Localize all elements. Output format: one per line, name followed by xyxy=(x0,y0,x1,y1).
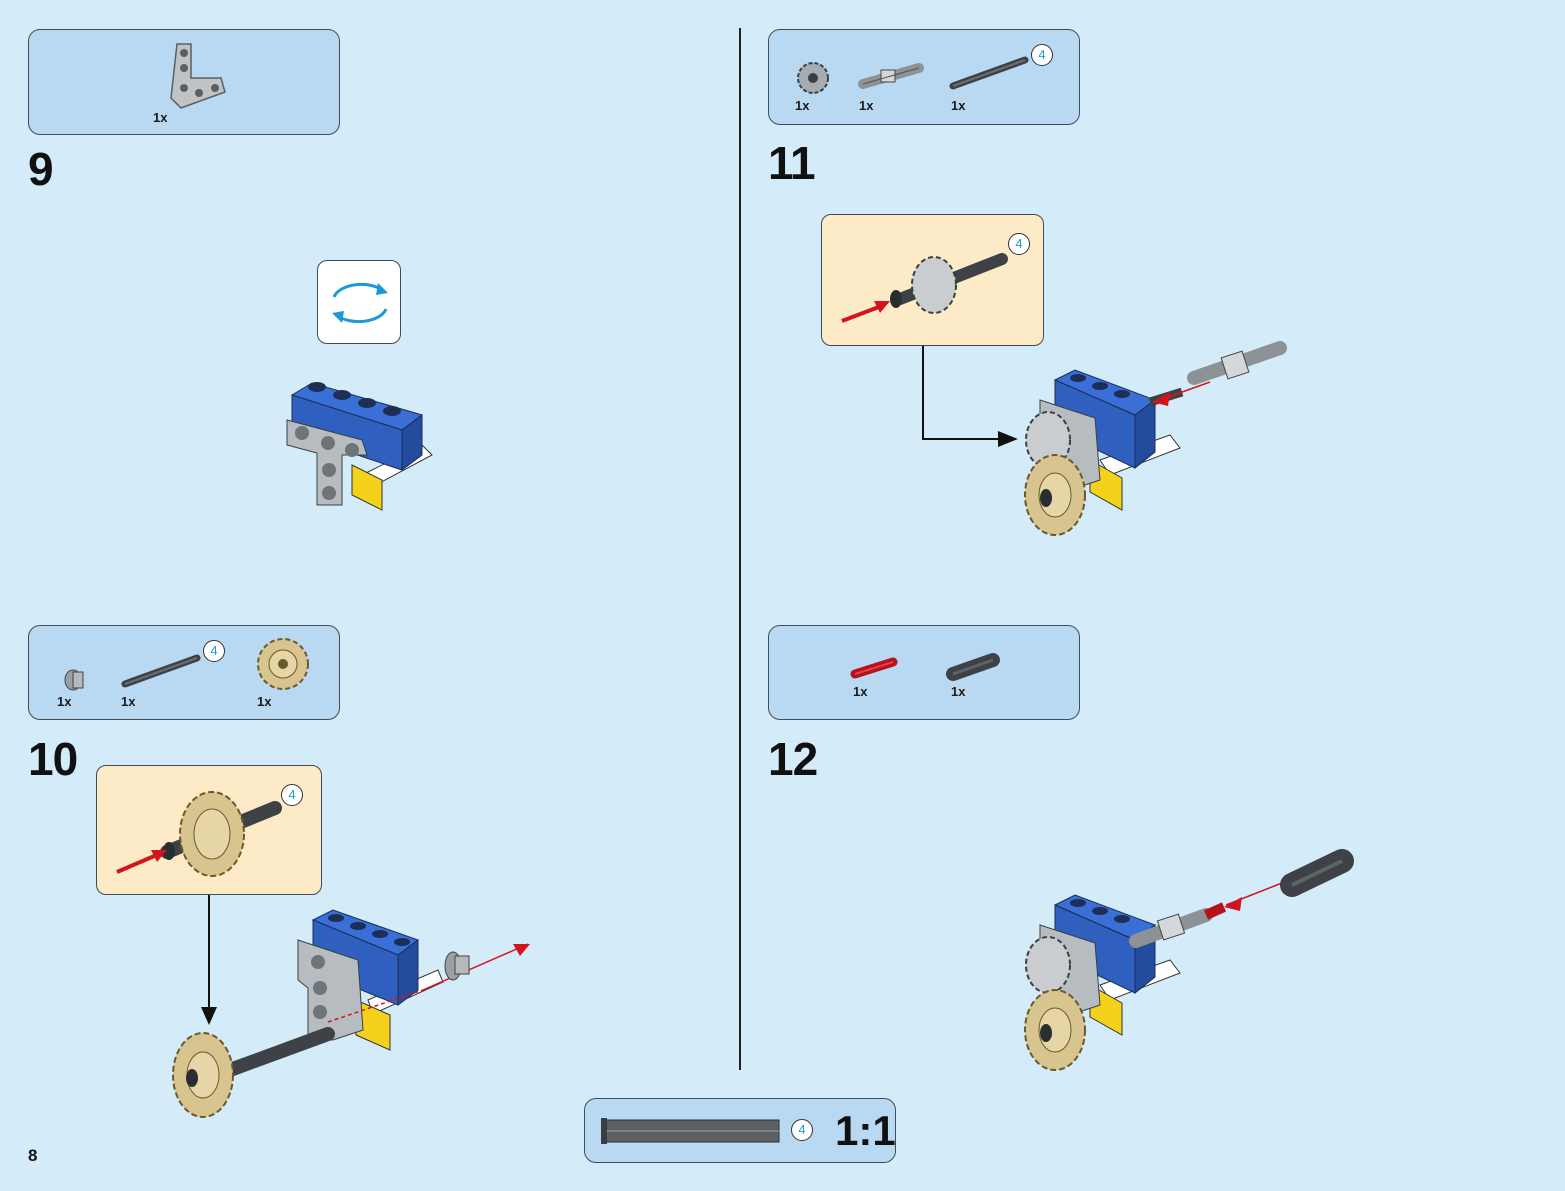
small-gear-part-icon xyxy=(797,62,829,94)
step-number-12: 12 xyxy=(768,733,818,785)
gear-part-icon xyxy=(257,638,309,690)
page-number: 8 xyxy=(28,1146,38,1165)
step-10-model-illustration xyxy=(172,909,530,1118)
part-quantity: 1x xyxy=(859,98,874,113)
subassembly-box-step-11: 4 xyxy=(821,214,1044,346)
bush-part-icon xyxy=(64,669,84,691)
step-number-11: 11 xyxy=(768,137,816,189)
part-quantity: 1x xyxy=(57,694,72,709)
axle-length-badge: 4 xyxy=(791,1119,813,1141)
subassembly-box-step-10: 4 xyxy=(96,765,322,895)
axle-part-icon xyxy=(949,56,1029,90)
parts-callout-step-12: 1x 1x xyxy=(768,625,1080,720)
column-divider xyxy=(739,28,741,1070)
part-quantity: 1x xyxy=(153,110,168,125)
step-9-model-illustration xyxy=(286,382,433,511)
axle-part-icon xyxy=(121,654,201,688)
axle-length-badge: 4 xyxy=(203,640,225,662)
connector-part-icon xyxy=(946,653,1000,681)
step-12-model-illustration xyxy=(1024,849,1354,1071)
part-quantity: 1x xyxy=(121,694,136,709)
universal-joint-part-icon xyxy=(858,63,924,89)
step-number-9: 9 xyxy=(28,143,54,195)
scale-label: 1:1 xyxy=(835,1107,896,1154)
axle-length-badge: 4 xyxy=(1031,44,1053,66)
step-number-10: 10 xyxy=(28,733,78,785)
part-quantity: 1x xyxy=(257,694,272,709)
gear-on-axle-illustration xyxy=(116,791,282,877)
part-quantity: 1x xyxy=(951,684,966,699)
assembly-arrow-icon xyxy=(201,895,217,1025)
red-pin-part-icon xyxy=(850,657,898,679)
gear-on-axle-illustration xyxy=(841,253,1008,323)
scale-guide-box: 4 1:1 xyxy=(584,1098,896,1163)
part-quantity: 1x xyxy=(795,98,810,113)
rotate-model-icon xyxy=(317,260,401,344)
parts-callout-step-10: 1x 4 1x 1x xyxy=(28,625,340,720)
axle-length-badge: 4 xyxy=(281,784,303,806)
step-11-model-illustration xyxy=(1024,341,1287,536)
assembly-arrow-icon xyxy=(922,346,1018,447)
part-quantity: 1x xyxy=(853,684,868,699)
axle-length-badge: 4 xyxy=(1008,233,1030,255)
part-quantity: 1x xyxy=(951,98,966,113)
parts-callout-step-11: 1x 1x 4 1x xyxy=(768,29,1080,125)
parts-callout-step-9: 1x xyxy=(28,29,340,135)
axle-scale-illustration xyxy=(601,1118,780,1144)
t-beam-part-icon xyxy=(170,43,226,109)
